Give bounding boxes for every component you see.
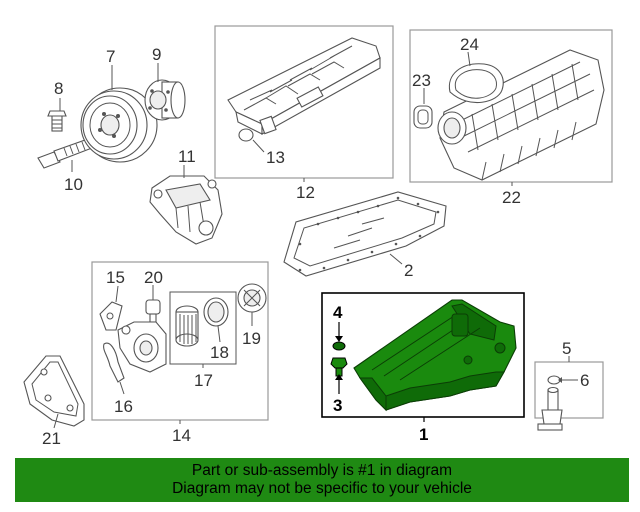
callout-14: 14 xyxy=(172,426,191,445)
group-box-22 xyxy=(409,29,613,183)
part-11-oil-pump[interactable] xyxy=(149,165,223,245)
part-9-hub[interactable] xyxy=(144,63,186,121)
callout-24: 24 xyxy=(460,35,479,54)
callout-16: 16 xyxy=(114,397,133,416)
part-21-cover[interactable] xyxy=(23,355,85,429)
banner-line-1: Part or sub-assembly is #1 in diagram xyxy=(191,462,453,479)
callout-6: 6 xyxy=(580,371,589,390)
part-1-oil-pan[interactable] xyxy=(353,299,517,412)
callout-22: 22 xyxy=(502,188,521,207)
callout-10: 10 xyxy=(64,175,83,194)
callout-21: 21 xyxy=(42,429,61,448)
part-2-pan-gasket[interactable] xyxy=(283,191,447,277)
group-box-1 xyxy=(321,292,525,418)
callout-20: 20 xyxy=(144,268,163,287)
part-17-filter[interactable] xyxy=(175,305,199,347)
part-18-seal[interactable] xyxy=(203,297,229,343)
part-14-housing[interactable] xyxy=(117,321,167,373)
part-15-bracket[interactable] xyxy=(99,285,123,331)
callout-4: 4 xyxy=(333,303,343,322)
part-3-drain-plug[interactable] xyxy=(330,357,348,394)
callout-17: 17 xyxy=(194,371,213,390)
callout-1: 1 xyxy=(419,425,428,444)
callout-9: 9 xyxy=(152,45,161,64)
callout-15: 15 xyxy=(106,268,125,287)
part-6-oring[interactable] xyxy=(547,375,578,385)
part-5-oil-sensor[interactable] xyxy=(537,386,563,431)
callout-5: 5 xyxy=(562,339,571,358)
callout-11: 11 xyxy=(178,147,196,166)
info-banner: Part or sub-assembly is #1 in diagram Di… xyxy=(15,458,629,502)
part-22-intake-manifold[interactable] xyxy=(437,49,605,181)
callout-8: 8 xyxy=(54,79,63,98)
part-16-pipe[interactable] xyxy=(103,342,125,395)
part-4-seal-ring[interactable] xyxy=(332,322,346,351)
callout-19: 19 xyxy=(242,329,261,348)
part-12-cover[interactable] xyxy=(227,37,381,135)
callout-23: 23 xyxy=(412,71,431,90)
part-7-pulley[interactable] xyxy=(80,65,158,163)
callout-3: 3 xyxy=(333,396,342,415)
part-23-gasket[interactable] xyxy=(413,88,433,129)
part-20-valve[interactable] xyxy=(145,285,161,323)
part-24-seal[interactable] xyxy=(448,51,504,104)
banner-line-2: Diagram may not be specific to your vehi… xyxy=(172,480,472,497)
callout-13: 13 xyxy=(266,148,285,167)
callout-18: 18 xyxy=(210,343,229,362)
part-8-bolt[interactable] xyxy=(47,98,67,132)
callout-12: 12 xyxy=(296,183,315,202)
callout-7: 7 xyxy=(106,47,115,66)
part-10-bolt[interactable] xyxy=(37,138,93,172)
part-19-cap[interactable] xyxy=(237,283,267,326)
callout-2: 2 xyxy=(404,261,413,280)
part-13-oring[interactable] xyxy=(238,128,265,153)
